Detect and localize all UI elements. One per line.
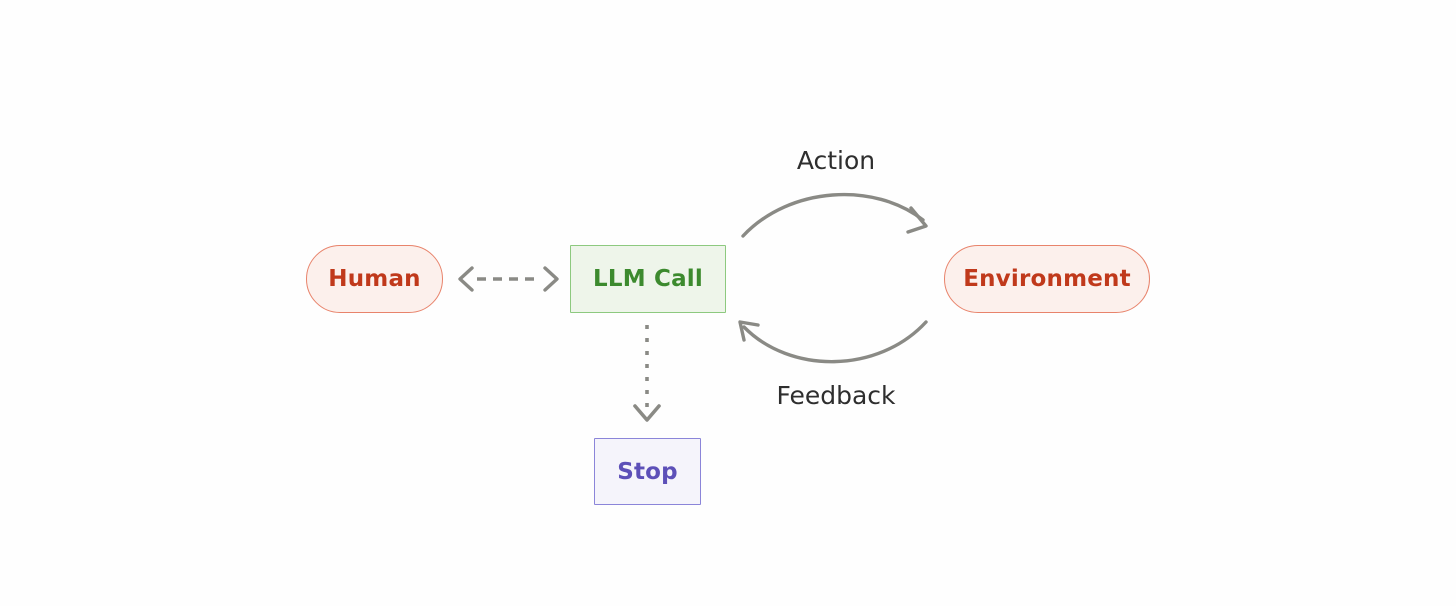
node-human-label: Human [328, 266, 421, 292]
arrowhead-left-icon [458, 266, 474, 292]
node-stop-label: Stop [617, 458, 678, 485]
edge-feedback [738, 320, 928, 364]
node-environment-label: Environment [963, 266, 1131, 292]
arrowhead-right-icon [543, 266, 559, 292]
node-stop[interactable]: Stop [594, 438, 701, 505]
arrowhead-action-icon [906, 206, 928, 234]
edge-action-curve [741, 192, 925, 238]
edge-label-action: Action [796, 146, 876, 175]
node-llm-call-label: LLM Call [593, 266, 703, 292]
edge-human-llm-call [458, 266, 559, 292]
edge-label-feedback: Feedback [776, 381, 896, 410]
arrowhead-down-icon [633, 404, 661, 422]
node-environment[interactable]: Environment [944, 245, 1150, 313]
node-llm-call[interactable]: LLM Call [570, 245, 726, 313]
arrowhead-feedback-icon [738, 320, 760, 342]
edge-feedback-curve [742, 320, 928, 364]
edge-llm-call-stop [633, 325, 661, 422]
edge-action [741, 192, 928, 238]
node-human[interactable]: Human [306, 245, 443, 313]
